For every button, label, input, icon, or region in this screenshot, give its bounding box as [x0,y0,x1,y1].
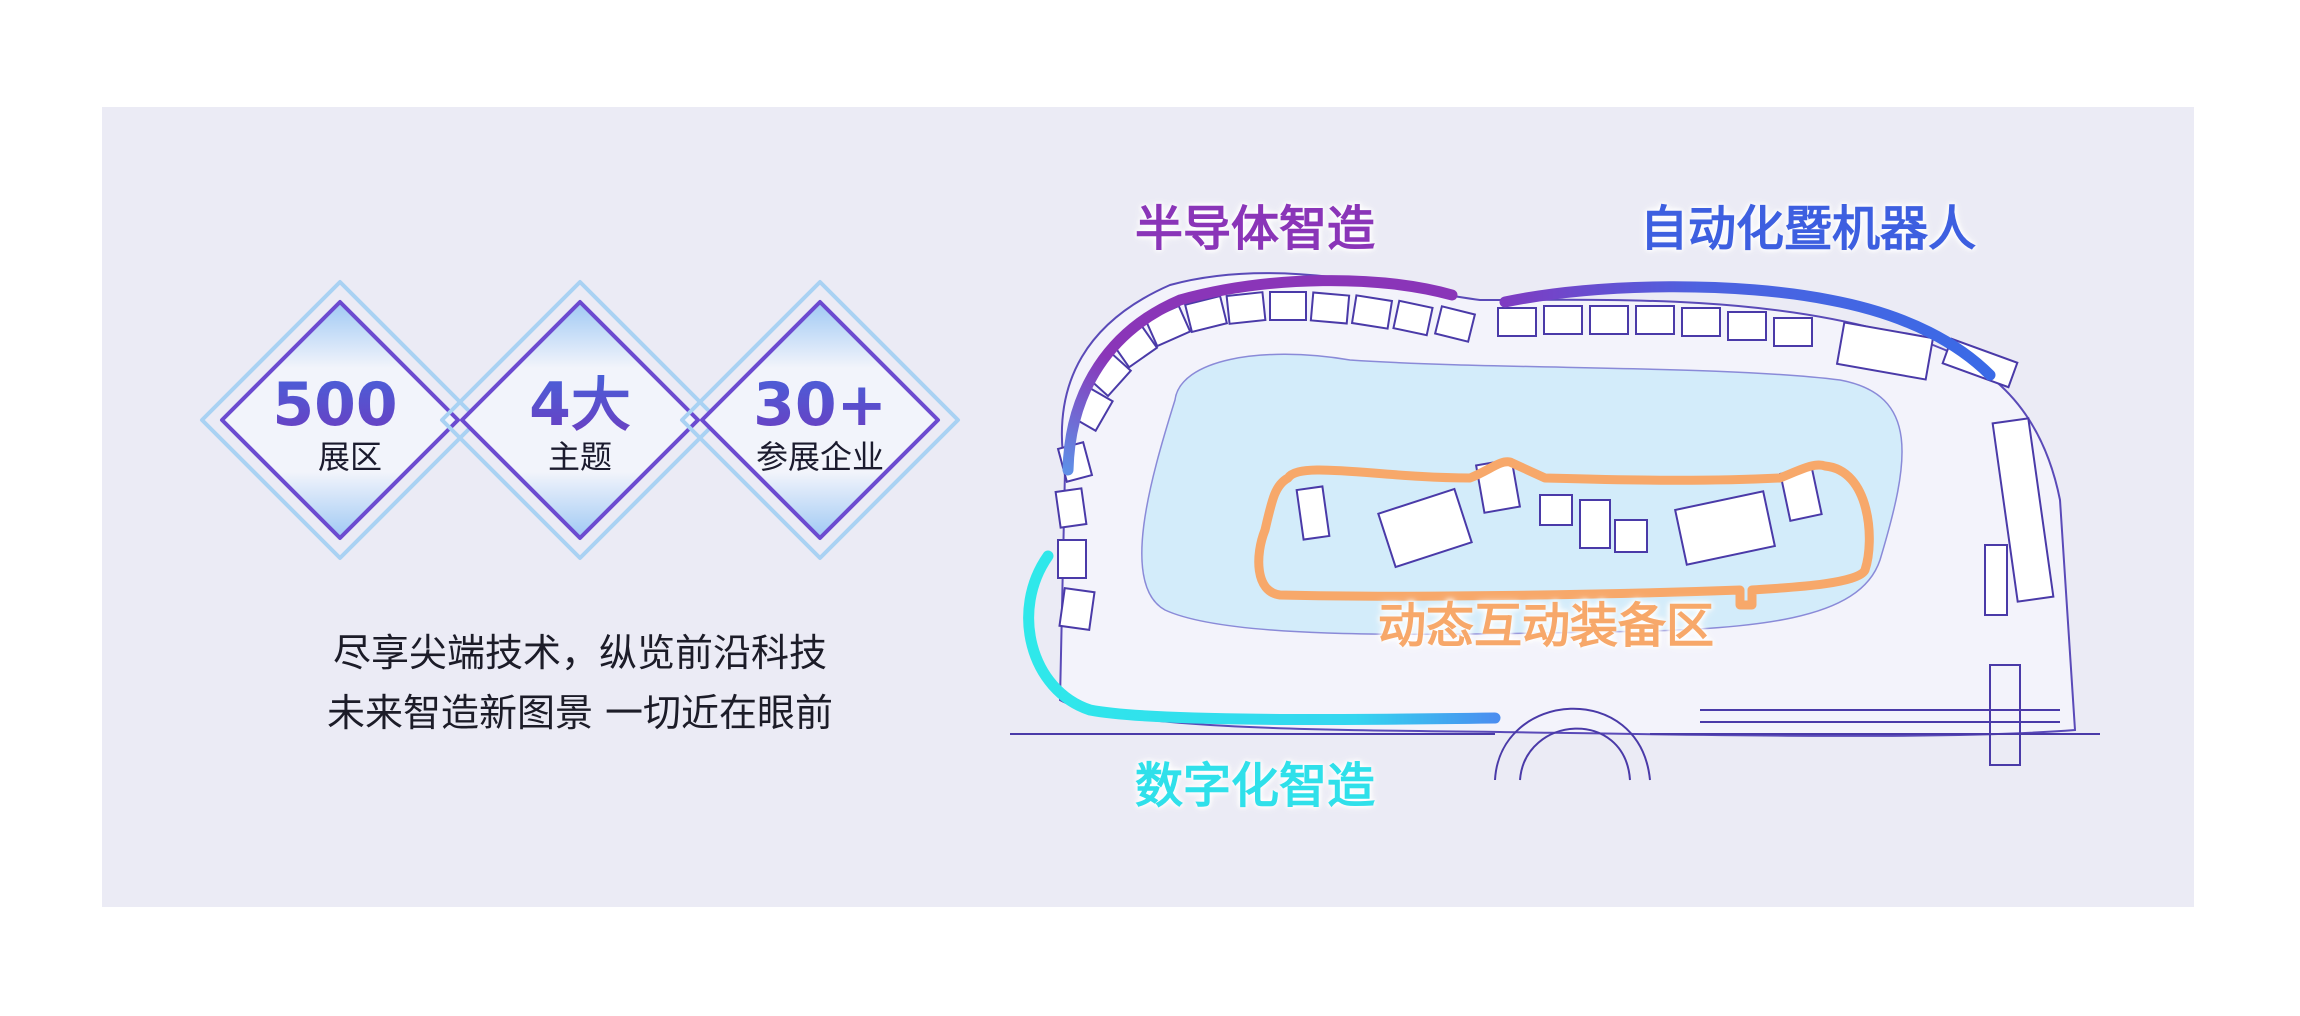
stat-themes-number: 4大 [470,375,690,435]
stats-diamonds-graphic [200,280,960,560]
semiconductor-zone-path [1062,275,1458,476]
floor-area [1141,353,1903,636]
zone-label-digital: 数字化智造 [1135,762,1375,810]
digital-zone-path [1023,550,1501,726]
diamond-3 [680,280,960,560]
digital-booths [1054,440,1096,632]
zone-label-interactive-text: 动态互动装备区 [1378,598,1715,654]
semiconductor-booths [1070,291,1477,433]
stat-area-unit: ㎡ [397,376,428,411]
exhibition-floor-map [1010,272,2100,781]
tagline-line-1: 尽享尖端技术，纵览前沿科技 [332,631,827,675]
diamond-1 [200,280,480,560]
interactive-zone-path [1254,457,1874,610]
zone-label-interactive: 动态互动装备区 [1378,602,1714,650]
stat-exhibitors-number: 30+ [710,375,930,435]
zone-label-semiconductor: 半导体智造 [1135,205,1375,253]
zone-label-automation: 自动化暨机器人 [1640,205,1976,253]
entrance-arch [1010,664,2100,781]
zone-label-semiconductor-text: 半导体智造 [1135,201,1376,257]
zone-label-digital-text: 数字化智造 [1135,758,1376,814]
zone-label-automation-text: 自动化暨机器人 [1640,201,1977,257]
automation-zone-path [1499,281,1996,381]
stat-area-number: 500㎡ [240,375,460,435]
diamond-2 [440,280,720,560]
stat-area-label: 展区 [317,438,382,476]
automation-booths [1497,305,2055,616]
stat-themes-label: 主题 [547,438,612,476]
stat-exhibitors-label: 参展企业 [755,438,884,476]
tagline-line-2: 未来智造新图景 一切近在眼前 [326,691,834,735]
